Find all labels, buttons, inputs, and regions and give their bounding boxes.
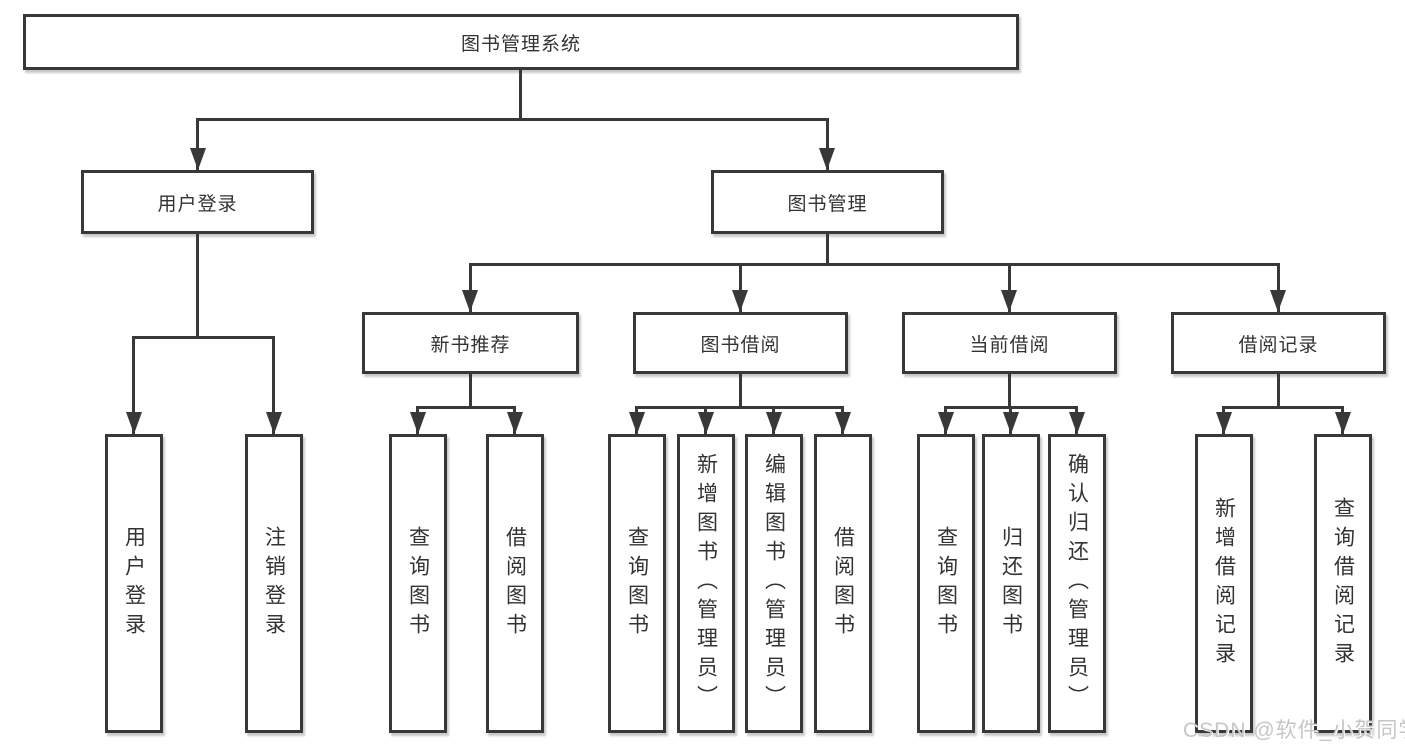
connector-level3-stub [1008, 374, 1011, 406]
connector-user-login-rail [133, 336, 275, 339]
connector-level3-stub [1277, 374, 1280, 406]
arrowhead-down-icon [766, 412, 782, 434]
connector-level3-stub [469, 374, 472, 406]
leaf-label: 用户登录 [122, 525, 146, 642]
node-label: 用户登录 [157, 193, 238, 215]
leaf-query-books-borrowing: 查询图书 [608, 434, 666, 733]
leaf-borrow-books: 借阅图书 [814, 434, 872, 733]
arrowhead-down-icon [462, 290, 478, 312]
arrowhead-down-icon [938, 412, 954, 434]
connector-level3-stub [739, 374, 742, 406]
leaf-label: 查询图书 [934, 525, 958, 642]
node-label: 借阅记录 [1238, 334, 1319, 356]
arrowhead-down-icon [1216, 412, 1232, 434]
leaf-label: 确认归还（管理员） [1065, 453, 1089, 714]
arrowhead-down-icon [1069, 412, 1085, 434]
leaf-add-book-admin: 新增图书（管理员） [677, 434, 735, 733]
leaf-label: 查询图书 [406, 525, 430, 642]
arrowhead-down-icon [410, 412, 426, 434]
arrowhead-down-icon [732, 290, 748, 312]
connector-user-login-stub [196, 234, 199, 336]
connector-level3-rail [469, 263, 1280, 266]
connector-to-level3 [1008, 263, 1011, 312]
leaf-label: 新增借阅记录 [1212, 496, 1236, 671]
node-user-login: 用户登录 [81, 170, 314, 234]
arrowhead-down-icon [266, 412, 282, 434]
leaf-label: 借阅图书 [831, 525, 855, 642]
arrowhead-down-icon [507, 412, 523, 434]
arrowhead-down-icon [629, 412, 645, 434]
leaf-query-books-recommend: 查询图书 [389, 434, 447, 733]
arrowhead-down-icon [819, 148, 835, 170]
connector-leaf-rail [1223, 406, 1344, 409]
connector-to-leaf [132, 336, 135, 434]
connector-root-stub [519, 68, 522, 118]
connector-leaf-rail [636, 406, 844, 409]
node-book-management: 图书管理 [711, 170, 944, 234]
leaf-label: 归还图书 [999, 525, 1023, 642]
node-new-book-recommend: 新书推荐 [362, 312, 579, 374]
connector-to-level3 [1277, 263, 1280, 312]
leaf-logout: 注销登录 [245, 434, 303, 733]
node-book-borrowing: 图书借阅 [633, 312, 848, 374]
leaf-label: 查询图书 [625, 525, 649, 642]
node-label: 新书推荐 [430, 334, 511, 356]
arrowhead-down-icon [1003, 412, 1019, 434]
arrowhead-down-icon [698, 412, 714, 434]
node-label: 当前借阅 [969, 334, 1050, 356]
leaf-label: 新增图书（管理员） [694, 453, 718, 714]
connector-leaf-rail [417, 406, 516, 409]
node-label: 图书借阅 [700, 334, 781, 356]
leaf-label: 借阅图书 [503, 525, 527, 642]
node-label: 图书管理系统 [460, 33, 581, 55]
connector-book-mgmt-stub [826, 234, 829, 263]
connector-to-level3 [469, 263, 472, 312]
arrowhead-down-icon [1335, 412, 1351, 434]
leaf-edit-book-admin: 编辑图书（管理员） [745, 434, 803, 733]
connector-level2-rail [196, 118, 828, 121]
leaf-borrow-books-recommend: 借阅图书 [486, 434, 544, 733]
arrowhead-down-icon [1001, 290, 1017, 312]
connector-to-user-login [196, 118, 199, 170]
arrowhead-down-icon [190, 148, 206, 170]
node-borrowing-records: 借阅记录 [1171, 312, 1386, 374]
leaf-query-borrow-record: 查询借阅记录 [1314, 434, 1372, 733]
node-current-borrowing: 当前借阅 [902, 312, 1117, 374]
arrowhead-down-icon [1270, 290, 1286, 312]
leaf-user-login: 用户登录 [105, 434, 163, 733]
watermark: CSDN @软件_小贺同学 [1183, 719, 1405, 742]
arrowhead-down-icon [126, 412, 142, 434]
leaf-return-book: 归还图书 [982, 434, 1040, 733]
leaf-query-books-current: 查询图书 [917, 434, 975, 733]
leaf-confirm-return-admin: 确认归还（管理员） [1048, 434, 1106, 733]
leaf-add-borrow-record: 新增借阅记录 [1195, 434, 1253, 733]
leaf-label: 查询借阅记录 [1331, 496, 1355, 671]
connector-to-book-mgmt [826, 118, 829, 170]
node-library-management-system: 图书管理系统 [23, 14, 1019, 70]
leaf-label: 编辑图书（管理员） [762, 453, 786, 714]
connector-to-leaf [272, 336, 275, 434]
arrowhead-down-icon [835, 412, 851, 434]
connector-to-level3 [739, 263, 742, 312]
node-label: 图书管理 [787, 193, 868, 215]
leaf-label: 注销登录 [262, 525, 286, 642]
